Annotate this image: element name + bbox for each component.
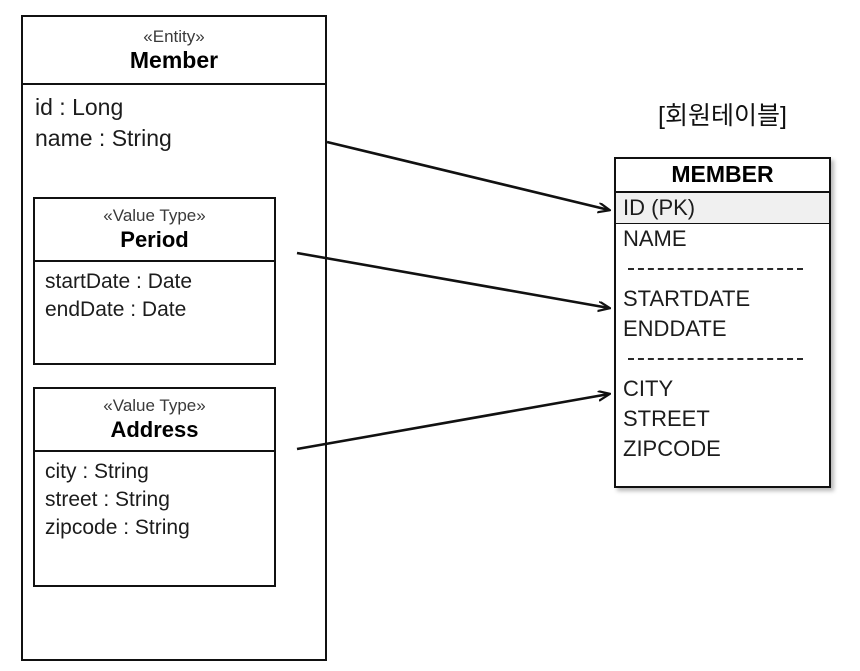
table-column: STARTDATE [623, 286, 751, 311]
table-column-list: ID (PK)NAME STARTDATE ENDDATE CITY STREET ZIP… [616, 193, 829, 464]
entity-header-member: «Entity» Member [23, 17, 325, 85]
entity-attributes-member: id : Long name : String [23, 85, 325, 160]
attribute-row: street : String [45, 488, 170, 511]
attribute-row: city : String [45, 460, 149, 483]
value-type-name-period: Period [120, 227, 189, 252]
table-column-primary-key: ID (PK) [616, 193, 829, 224]
entity-name-member: Member [129, 47, 219, 73]
value-type-box-address: «Value Type» Address city : String stree… [33, 387, 276, 587]
table-column-separator [616, 344, 829, 374]
attribute-row: startDate : Date [45, 270, 193, 293]
table-column: STREET [623, 406, 710, 431]
mapping-arrow-address-to-city [296, 394, 609, 451]
attribute-row: zipcode : String [45, 516, 190, 539]
stereotype-label-value-type: «Value Type» [103, 206, 206, 225]
table-column: ZIPCODE [623, 436, 721, 461]
table-column: CITY [623, 376, 674, 401]
database-table-member: MEMBER ID (PK)NAME STARTDATE ENDDATE CITY ST… [614, 157, 831, 488]
value-type-attributes-period: startDate : Date endDate : Date [35, 262, 274, 330]
mapping-arrow-period-to-startdate [296, 251, 609, 308]
value-type-name-address: Address [110, 417, 199, 442]
value-type-header-period: «Value Type» Period [35, 199, 274, 262]
attribute-row: name : String [35, 125, 172, 151]
table-caption: [회원테이블] [658, 102, 787, 130]
stereotype-label-entity: «Entity» [143, 27, 205, 46]
table-column-separator [616, 254, 829, 284]
value-type-attributes-address: city : String street : String zipcode : … [35, 452, 274, 548]
stereotype-label-value-type: «Value Type» [103, 396, 206, 415]
table-column: ENDDATE [623, 316, 727, 341]
table-column: NAME [623, 226, 687, 251]
attribute-row: id : Long [35, 94, 124, 120]
value-type-box-period: «Value Type» Period startDate : Date end… [33, 197, 276, 365]
attribute-row: endDate : Date [45, 298, 187, 321]
mapping-arrow-member-to-id [326, 140, 609, 210]
value-type-header-address: «Value Type» Address [35, 389, 274, 452]
table-title: MEMBER [616, 159, 829, 193]
